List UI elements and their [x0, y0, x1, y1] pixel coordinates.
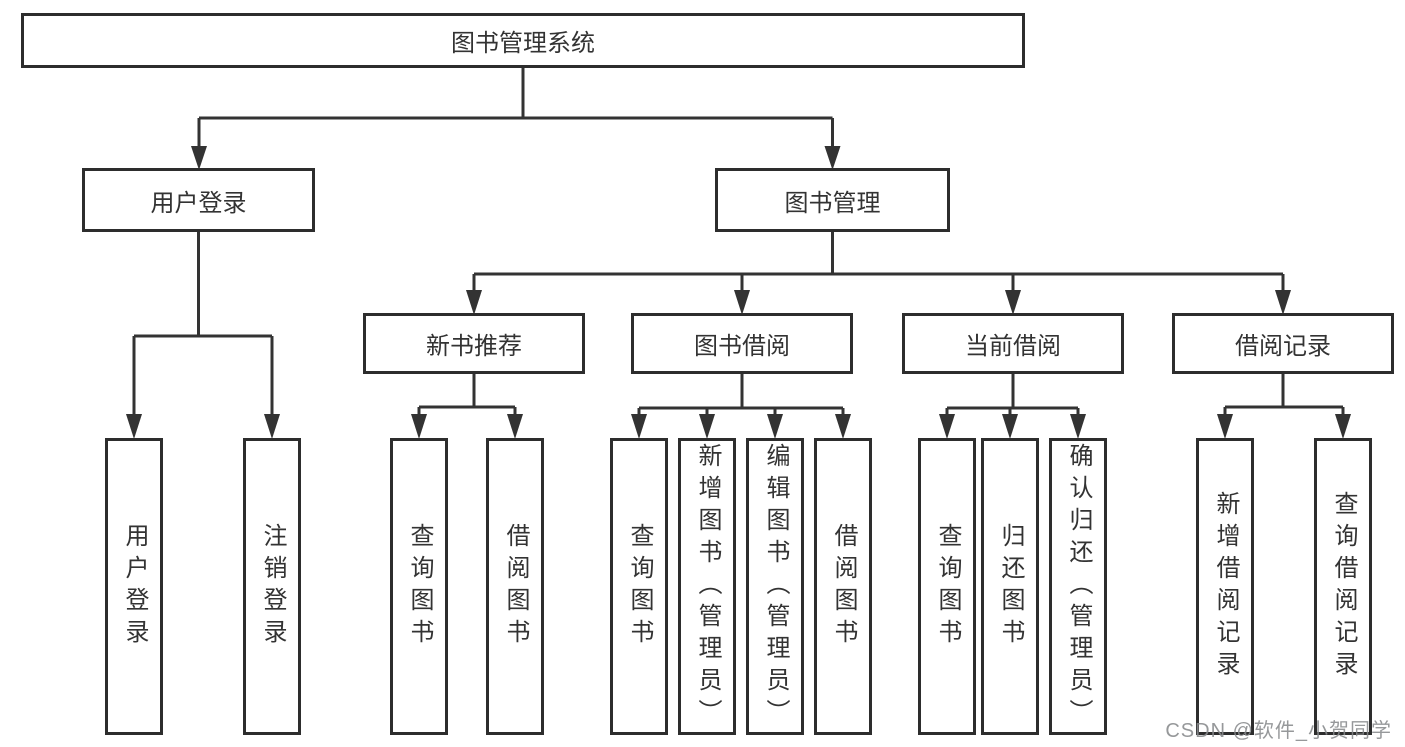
leaf-label: 确认归还（管理员）: [1065, 442, 1092, 731]
leaf-label: 归还图书: [997, 522, 1024, 651]
leaf-label: 借阅图书: [502, 522, 529, 651]
arrowhead-icon: [507, 414, 523, 439]
leaf-query-books-recommend: 查询图书: [390, 438, 448, 735]
leaf-label: 新增图书（管理员）: [694, 442, 721, 731]
arrowhead-icon: [939, 414, 955, 439]
arrowhead-icon: [1217, 414, 1233, 439]
leaf-confirm-return-admin: 确认归还（管理员）: [1049, 438, 1107, 735]
leaf-query-borrow-record: 查询借阅记录: [1314, 438, 1372, 735]
leaf-label: 借阅图书: [830, 522, 857, 651]
leaf-label: 编辑图书（管理员）: [762, 442, 789, 731]
arrowhead-icon: [699, 414, 715, 439]
node-user-login: 用户登录: [82, 168, 315, 232]
leaf-label: 注销登录: [259, 522, 286, 651]
arrowhead-icon: [411, 414, 427, 439]
leaf-logout: 注销登录: [243, 438, 301, 735]
node-library-management-system: 图书管理系统: [21, 13, 1025, 68]
node-current-borrow: 当前借阅: [902, 313, 1124, 374]
arrowhead-icon: [466, 290, 482, 315]
leaf-user-login: 用户登录: [105, 438, 163, 735]
leaf-label: 查询图书: [406, 522, 433, 651]
node-new-book-recommend: 新书推荐: [363, 313, 585, 374]
leaf-query-books-current: 查询图书: [918, 438, 976, 735]
arrowhead-icon: [1070, 414, 1086, 439]
leaf-add-borrow-record: 新增借阅记录: [1196, 438, 1254, 735]
connector-paths: [132, 68, 1345, 415]
leaf-edit-books-admin: 编辑图书（管理员）: [746, 438, 804, 735]
arrowhead-icon: [191, 146, 207, 170]
arrowheads: [126, 146, 1351, 439]
leaf-add-books-admin: 新增图书（管理员）: [678, 438, 736, 735]
leaf-borrow-books: 借阅图书: [814, 438, 872, 735]
arrowhead-icon: [767, 414, 783, 439]
arrowhead-icon: [1002, 414, 1018, 439]
arrowhead-icon: [126, 414, 142, 439]
leaf-query-books-borrow: 查询图书: [610, 438, 668, 735]
node-book-borrow: 图书借阅: [631, 313, 853, 374]
leaf-return-books: 归还图书: [981, 438, 1039, 735]
arrowhead-icon: [1335, 414, 1351, 439]
arrowhead-icon: [835, 414, 851, 439]
leaf-label: 查询借阅记录: [1330, 490, 1357, 683]
watermark-text: CSDN @软件_小贺同学: [1165, 720, 1392, 742]
arrowhead-icon: [631, 414, 647, 439]
leaf-label: 查询图书: [934, 522, 961, 651]
arrowhead-icon: [1275, 290, 1291, 315]
arrowhead-icon: [264, 414, 280, 439]
leaf-borrow-books-recommend: 借阅图书: [486, 438, 544, 735]
leaf-label: 新增借阅记录: [1212, 490, 1239, 683]
node-borrow-records: 借阅记录: [1172, 313, 1394, 374]
node-book-management: 图书管理: [715, 168, 950, 232]
leaf-label: 查询图书: [626, 522, 653, 651]
arrowhead-icon: [824, 146, 841, 170]
arrowhead-icon: [1005, 290, 1021, 315]
arrowhead-icon: [734, 290, 750, 315]
leaf-label: 用户登录: [121, 522, 148, 651]
